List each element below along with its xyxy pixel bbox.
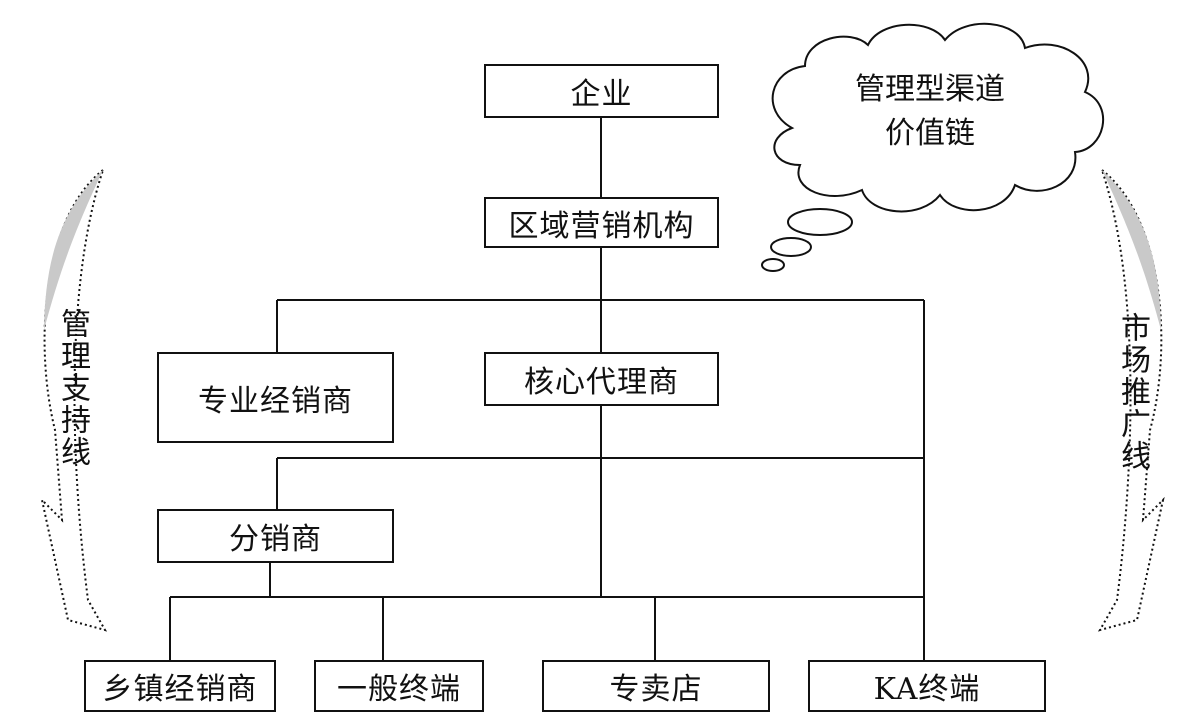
node-enterprise: 企业 <box>484 64 719 118</box>
node-regional-marketing-label: 区域营销机构 <box>508 208 695 244</box>
node-specialty-store: 专卖店 <box>542 660 770 712</box>
right-arrow-shading <box>1102 170 1161 330</box>
node-township-distributor-label: 乡镇经销商 <box>102 672 258 707</box>
node-specialized-distributor: 专业经销商 <box>157 352 394 443</box>
node-general-terminal-label: 一般终端 <box>337 672 461 707</box>
node-sub-distributor: 分销商 <box>157 509 394 563</box>
node-ka-terminal: KA终端 <box>808 660 1046 712</box>
node-township-distributor: 乡镇经销商 <box>84 660 276 712</box>
node-enterprise-label: 企业 <box>570 77 633 112</box>
node-sub-distributor-label: 分销商 <box>229 522 322 557</box>
node-ka-terminal-label: KA终端 <box>873 672 981 707</box>
node-general-terminal: 一般终端 <box>314 660 484 712</box>
left-side-label: 管理支持线 <box>55 308 90 468</box>
node-specialized-distributor-label: 专业经销商 <box>198 383 353 419</box>
thought-cloud-icon <box>761 22 1104 272</box>
node-core-agent: 核心代理商 <box>484 352 719 406</box>
right-side-label: 市场推广线 <box>1115 312 1150 472</box>
left-arrow-shading <box>44 170 103 330</box>
connector-lines <box>169 118 925 660</box>
cloud-label-line1: 管理型渠道 <box>855 72 1005 107</box>
cloud-label-line2: 价值链 <box>885 116 975 151</box>
node-specialty-store-label: 专卖店 <box>609 672 703 707</box>
node-core-agent-label: 核心代理商 <box>524 365 679 400</box>
node-regional-marketing: 区域营销机构 <box>484 197 719 248</box>
cloud-label: 管理型渠道 价值链 <box>830 68 1030 156</box>
